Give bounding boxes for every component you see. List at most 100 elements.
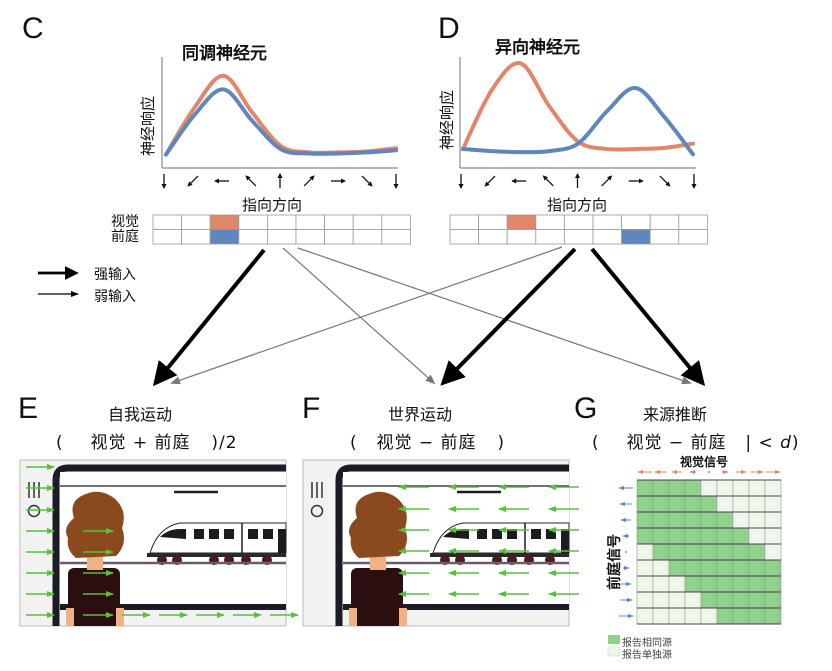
panel-d-xlabel: 指向方向 — [547, 196, 608, 214]
vestibular-tuning-curve — [461, 85, 695, 157]
train-window — [492, 529, 502, 539]
panel-letter-f: F — [302, 392, 321, 425]
same-source-cell — [748, 607, 766, 625]
visual-direction-cell — [678, 214, 708, 230]
train-window — [531, 529, 541, 539]
direction-arrow-up-left-icon — [245, 175, 257, 187]
train-window — [209, 529, 219, 539]
same-source-cell — [652, 527, 670, 545]
same-source-cell — [732, 607, 750, 625]
button-icon — [27, 504, 41, 518]
same-source-cell — [684, 511, 702, 529]
panel-e-title: 自我运动 — [108, 405, 173, 424]
same-source-cell — [700, 575, 718, 593]
panel-c-xlabel: 指向方向 — [242, 196, 303, 214]
same-source-cell — [652, 511, 670, 529]
separate-source-cell — [748, 479, 766, 497]
formula-open: ( — [350, 433, 358, 453]
visual-direction-cell — [535, 214, 565, 230]
formula-threshold: d — [780, 433, 792, 453]
scene-world-motion — [302, 459, 579, 627]
person-shirt — [351, 568, 403, 626]
vestibular-direction-cell — [352, 229, 383, 245]
panel-letter-e: E — [18, 392, 39, 425]
train-window — [263, 529, 273, 539]
chart-d — [459, 57, 696, 169]
separate-source-cell — [652, 591, 670, 609]
panel-f-formula: ( 视觉 − 前庭 ) — [350, 428, 505, 453]
same-source-cell — [684, 527, 702, 545]
same-source-cell — [700, 495, 718, 513]
person-hair — [349, 491, 407, 558]
separate-source-cell — [668, 591, 686, 609]
preference-grid-c — [152, 214, 411, 245]
direction-arrow-down-left-icon — [187, 175, 199, 187]
formula-visual: 视觉 — [90, 433, 127, 453]
separate-source-cell — [748, 527, 766, 545]
direction-arrows-d — [458, 173, 697, 189]
train-window — [224, 529, 234, 539]
connection-arrows — [152, 246, 706, 387]
strong-input-arrow-d-g — [590, 247, 706, 387]
panel-letter-c: C — [22, 12, 44, 45]
same-source-cell — [684, 479, 702, 497]
separate-source-cell — [732, 495, 750, 513]
visual-direction-cell — [381, 214, 411, 230]
same-source-cell — [700, 559, 718, 577]
vestibular-direction-cell — [381, 229, 411, 245]
same-source-cell — [732, 559, 750, 577]
separate-source-cell — [668, 607, 686, 625]
train-chassis — [147, 553, 286, 557]
visual-direction-cell — [478, 214, 508, 230]
same-source-cell — [668, 559, 686, 577]
vestibular-direction-cell — [181, 229, 211, 245]
train-window — [194, 529, 204, 539]
visual-direction-cell — [152, 214, 183, 230]
separate-source-cell — [748, 495, 766, 513]
separate-source-cell — [652, 575, 670, 593]
visual-direction-cell — [181, 214, 211, 230]
same-source-cell — [732, 591, 750, 609]
same-source-cell — [716, 559, 734, 577]
same-source-cell — [748, 559, 766, 577]
formula-end: ) — [791, 433, 800, 453]
direction-arrow-up-right-icon — [601, 175, 613, 187]
same-source-cell — [764, 607, 782, 625]
train-door — [563, 529, 569, 553]
strong-input-arrow-d-f — [440, 247, 577, 386]
weak-input-arrow-d-e — [170, 246, 563, 385]
vestibular-direction-cell — [535, 229, 565, 245]
formula-op: + — [132, 433, 149, 453]
formula-vestibular: 前庭 — [154, 433, 191, 453]
formula-visual: 视觉 — [376, 433, 413, 453]
direction-arrow-down-left-icon — [484, 175, 496, 187]
scene-self-motion — [19, 459, 299, 627]
visual-direction-cell — [506, 214, 537, 230]
same-source-cell — [764, 591, 782, 609]
separate-source-cell — [636, 607, 654, 625]
train-window — [248, 529, 258, 539]
same-source-cell — [700, 543, 718, 561]
panel-g-x-axis-label: 视觉信号 — [680, 455, 729, 469]
panel-e-formula: ( 视觉 + 前庭 )/2 — [56, 428, 238, 453]
separate-source-cell — [716, 479, 734, 497]
direction-arrow-down-right-icon — [659, 175, 671, 187]
same-source-cell — [700, 527, 718, 545]
causal-inference-matrix — [607, 470, 782, 657]
strong-input-arrow-c-e — [152, 248, 266, 387]
visual-direction-cell — [592, 214, 623, 230]
chart-c — [161, 57, 398, 169]
person-arm — [66, 608, 74, 626]
visual-direction-cell — [564, 214, 594, 230]
panel-f-title: 世界运动 — [388, 405, 453, 424]
separate-source-cell — [684, 607, 702, 625]
direction-arrow-up-right-icon — [303, 175, 315, 187]
same-source-cell — [636, 479, 654, 497]
same-source-cell — [732, 527, 750, 545]
train-windshield — [160, 529, 186, 539]
separate-source-cell — [764, 511, 782, 529]
person-neck — [370, 556, 386, 570]
train-window — [507, 529, 517, 539]
same-source-cell — [652, 543, 670, 561]
